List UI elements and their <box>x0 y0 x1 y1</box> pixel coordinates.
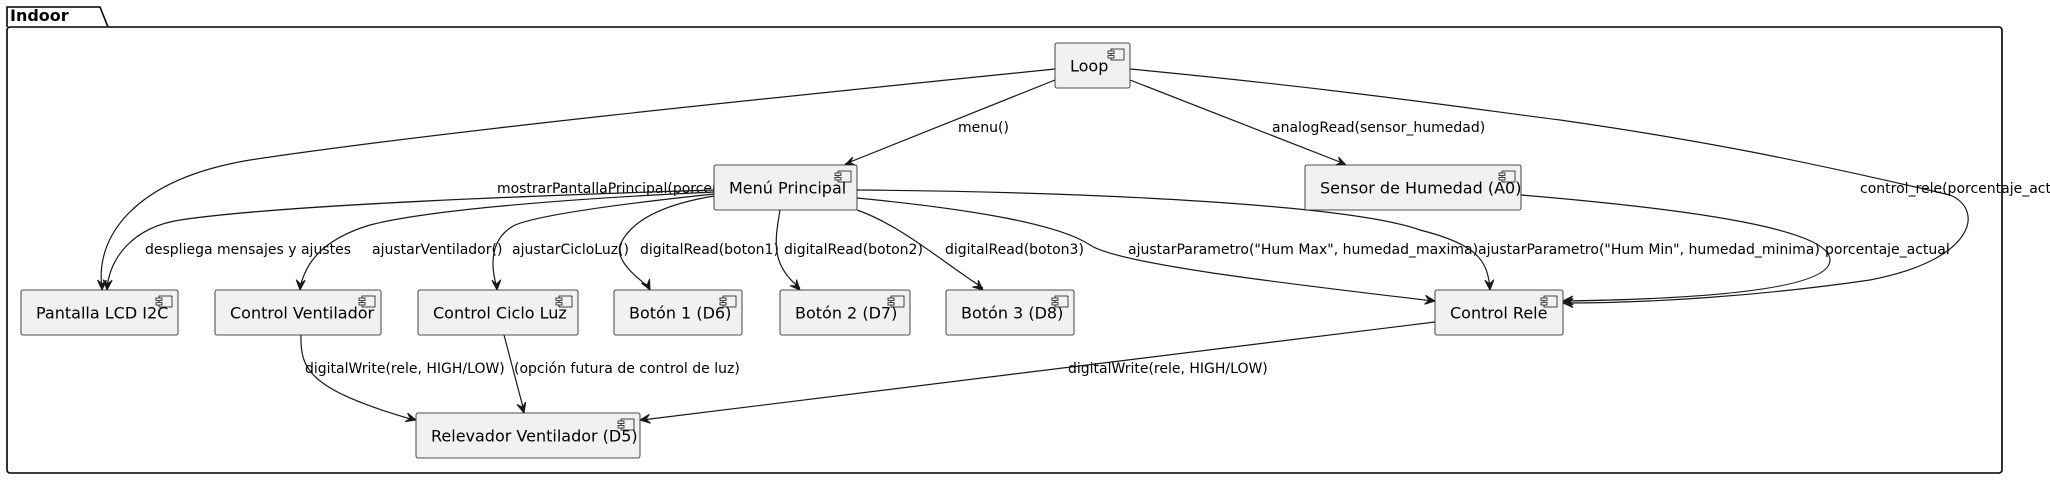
component-label: Loop <box>1070 57 1108 76</box>
arrowhead-icon <box>492 280 501 290</box>
edge-label: digitalWrite(rele, HIGH/LOW) <box>1068 361 1268 377</box>
component-boton2[interactable]: Botón 2 (D7) <box>780 290 910 335</box>
component-rele[interactable]: Control Rele <box>1435 290 1563 335</box>
arrowhead-icon <box>845 157 856 165</box>
edge-label: ajustarVentilador() <box>372 242 502 258</box>
edge-ciclo-to-relevador: (opción futura de control de luz) <box>504 335 740 413</box>
component-label: Control Rele <box>1450 304 1547 323</box>
arrowhead-icon <box>642 279 650 290</box>
component-menu[interactable]: Menú Principal <box>714 165 857 210</box>
edge-label: digitalRead(boton3) <box>945 242 1084 258</box>
edge-line <box>493 194 714 288</box>
component-loop[interactable]: Loop <box>1055 43 1130 88</box>
edge-menu-to-ventilador: ajustarVentilador() <box>296 192 714 290</box>
edges-layer: mostrarPantallaPrincipal(porcentaje_actu… <box>98 69 2050 423</box>
edge-label: digitalWrite(rele, HIGH/LOW) <box>305 361 505 377</box>
component-label: Botón 1 (D6) <box>629 304 731 323</box>
edge-line <box>845 80 1055 164</box>
edge-line <box>300 192 714 288</box>
component-sensor[interactable]: Sensor de Humedad (A0) <box>1305 165 1521 210</box>
package-title: Indoor <box>10 6 69 25</box>
package-layer: Indoor <box>7 6 2002 473</box>
component-boton1[interactable]: Botón 1 (D6) <box>614 290 742 335</box>
edge-loop-to-sensor: analogRead(sensor_humedad) <box>1130 80 1485 165</box>
edge-label: digitalRead(boton1) <box>640 242 779 258</box>
edge-menu-to-boton2: digitalRead(boton2) <box>776 210 923 290</box>
component-ciclo[interactable]: Control Ciclo Luz <box>418 290 578 335</box>
edge-line <box>1130 69 1968 303</box>
component-ventilador[interactable]: Control Ventilador <box>215 290 381 335</box>
edge-loop-to-menu: menu() <box>845 80 1055 165</box>
edge-line <box>642 322 1435 420</box>
component-label: Botón 3 (D8) <box>961 304 1063 323</box>
component-label: Pantalla LCD I2C <box>36 304 168 323</box>
edge-rele-to-relevador: digitalWrite(rele, HIGH/LOW) <box>640 322 1435 423</box>
edge-loop-to-rele: control_rele(porcentaje_actual) <box>1130 69 2050 308</box>
edge-label: analogRead(sensor_humedad) <box>1272 120 1485 136</box>
edge-label: ajustarParametro("Hum Max", humedad_maxi… <box>1128 242 1478 258</box>
edge-label: control_rele(porcentaje_actual) <box>1860 181 2050 197</box>
component-label: Control Ventilador <box>230 304 375 323</box>
arrowhead-icon <box>517 402 526 413</box>
edge-label: digitalRead(boton2) <box>784 242 923 258</box>
component-label: Relevador Ventilador (D5) <box>431 427 638 446</box>
edge-label: ajustarParametro("Hum Min", humedad_mini… <box>1478 242 1820 258</box>
edge-label: menu() <box>958 120 1009 136</box>
edge-ventilador-to-relevador: digitalWrite(rele, HIGH/LOW) <box>301 335 505 422</box>
arrowhead-icon <box>296 280 305 290</box>
component-label: Botón 2 (D7) <box>795 304 897 323</box>
component-boton3[interactable]: Botón 3 (D8) <box>946 290 1074 335</box>
edge-label: (opción futura de control de luz) <box>514 361 740 377</box>
component-label: Menú Principal <box>729 179 846 198</box>
component-lcd[interactable]: Pantalla LCD I2C <box>21 290 178 335</box>
component-label: Control Ciclo Luz <box>433 304 567 323</box>
component-label: Sensor de Humedad (A0) <box>1320 179 1521 198</box>
edge-label: ajustarCicloLuz() <box>512 242 629 258</box>
edge-label: porcentaje_actual <box>1825 242 1950 258</box>
edge-label: despliega mensajes y ajustes <box>145 242 351 258</box>
component-relevador[interactable]: Relevador Ventilador (D5) <box>416 413 640 458</box>
edge-line <box>301 335 414 420</box>
